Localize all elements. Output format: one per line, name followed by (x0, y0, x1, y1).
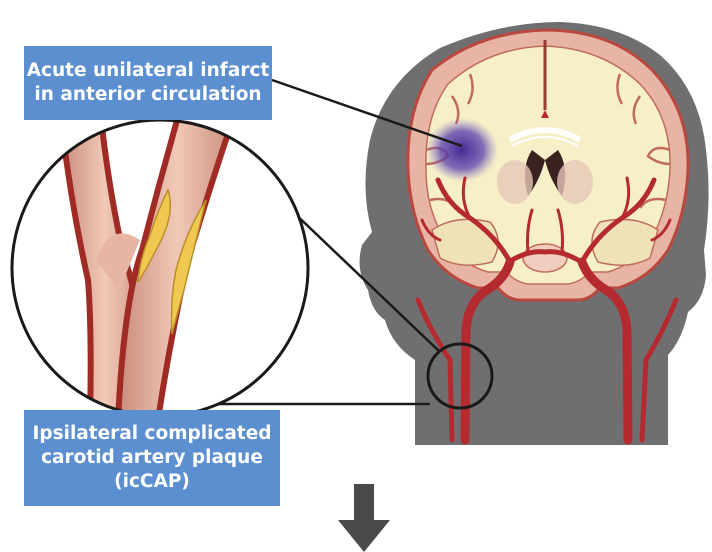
magnifier-circle (12, 110, 308, 420)
plaque-label: Ipsilateral complicated carotid artery p… (24, 410, 280, 506)
infarct-region (426, 118, 498, 182)
down-arrow-icon (338, 484, 390, 552)
plaque-label-line2: carotid artery plaque (24, 446, 280, 470)
plaque-label-line1: Ipsilateral complicated (24, 422, 280, 446)
infarct-label-line2: in anterior circulation (24, 83, 272, 107)
infarct-label: Acute unilateral infarct in anterior cir… (24, 46, 272, 120)
plaque-label-line3: (icCAP) (24, 470, 280, 494)
infarct-label-line1: Acute unilateral infarct (24, 59, 272, 83)
